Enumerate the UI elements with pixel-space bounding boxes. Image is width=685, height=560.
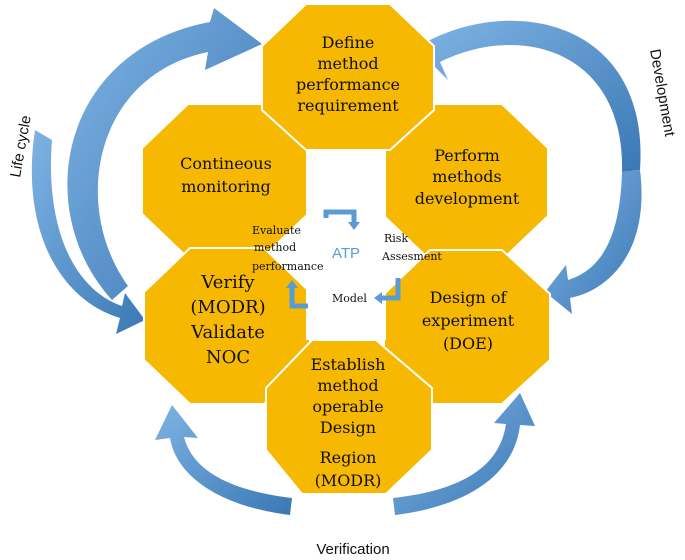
risk-line-1: Risk: [384, 232, 408, 245]
center-top-arrowhead-icon: [348, 222, 360, 230]
development-arc-arrow-icon: [545, 170, 642, 314]
verify-line-1: Verify: [200, 272, 255, 293]
center-cycle: [286, 209, 401, 309]
life-cycle-lower-arrow-icon: [31, 130, 146, 334]
perform-line-3: development: [415, 189, 520, 208]
define-line-4: requirement: [297, 96, 399, 115]
doe-line-3: (DOE): [443, 334, 493, 353]
define-line-3: performance: [296, 75, 400, 94]
risk-line-2: Assesment: [381, 250, 442, 263]
establish-line-6: (MODR): [315, 471, 382, 490]
establish-line-2: method: [317, 376, 378, 395]
verify-line-2: (MODR): [190, 297, 265, 318]
define-line-2: method: [317, 54, 378, 73]
center-right-arrow-icon: [382, 278, 401, 301]
doe-line-1: Design of: [430, 288, 508, 307]
define-line-1: Define: [322, 33, 375, 52]
development-top-arc-arrow-icon: [420, 20, 641, 172]
doe-line-2: experiment: [422, 311, 515, 330]
model-label: Model: [332, 292, 367, 305]
evaluate-line-2: method: [254, 241, 296, 254]
verify-line-4: NOC: [206, 347, 250, 368]
perform-line-2: methods: [432, 167, 501, 186]
evaluate-line-1: Evaluate: [252, 224, 301, 237]
evaluate-line-3: performance: [252, 260, 324, 273]
perform-line-1: Perform: [434, 146, 500, 165]
atp-label: ATP: [332, 245, 360, 262]
octagon-verify: [143, 247, 311, 405]
center-left-arrow-icon: [289, 288, 308, 309]
life-cycle-arc-arrow-icon: [67, 8, 262, 300]
center-left-arrowhead-icon: [286, 280, 298, 288]
verification-right-arrow-icon: [393, 393, 535, 515]
verification-left-arrow-icon: [155, 405, 292, 515]
life-cycle-label: Life cycle: [7, 114, 35, 179]
establish-line-4: Design: [320, 418, 376, 437]
establish-line-3: operable: [312, 397, 383, 416]
octagon-establish: [265, 339, 433, 495]
development-label: Development: [646, 48, 678, 139]
octagon-define: [261, 3, 435, 151]
establish-line-1: Establish: [311, 355, 386, 374]
center-right-arrowhead-icon: [374, 292, 382, 304]
monitor-line-1: Contineous: [180, 154, 272, 173]
outer-arrows: [31, 8, 642, 515]
verification-label: Verification: [316, 541, 389, 558]
establish-line-5: Region: [320, 448, 377, 467]
verify-line-3: Validate: [190, 322, 265, 343]
center-top-arrow-icon: [323, 209, 357, 222]
monitor-line-2: monitoring: [181, 177, 271, 196]
center-region: [306, 150, 386, 340]
